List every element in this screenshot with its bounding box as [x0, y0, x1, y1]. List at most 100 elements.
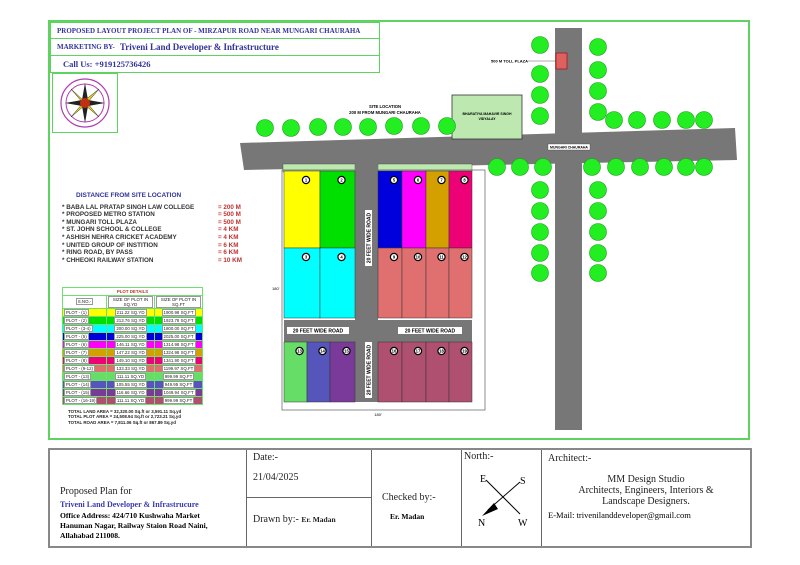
date-label: Date:- [253, 452, 278, 463]
tree-icon [589, 202, 607, 220]
tree-icon [334, 118, 352, 136]
cell-yd: 213.76 SQ.YD [114, 317, 147, 324]
area-totals: TOTAL LAND AREA = 32,320.00 Sq.ft or 3,5… [68, 409, 202, 426]
road-label-vertical-bottom: 20 FEET WIDE ROAD [367, 344, 373, 395]
plot-4[interactable]: 4 [319, 247, 356, 319]
tree-icon [531, 181, 549, 199]
cell-ft: 1800.00 SQ.FT [161, 325, 196, 332]
plot-details-table: PLOT DETAILS S.NO.-SIZE OF PLOT IN SQ.YD… [61, 287, 204, 405]
plot-3[interactable]: 3 [283, 247, 321, 319]
distance-place: * BABA LAL PRATAP SINGH LAW COLLEGE [62, 203, 195, 211]
tree-icon [531, 264, 549, 282]
compass-s: S [520, 476, 526, 487]
distance-place: * ASHISH NEHRA CRICKET ACADEMY [62, 233, 177, 241]
distance-value: = 6 KM [218, 249, 239, 257]
marketing-company: Triveni Land Developer & Infrastructure [119, 42, 279, 52]
tree-icon [589, 103, 607, 121]
distance-title: DISTANCE FROM SITE LOCATION [76, 192, 182, 199]
site-distance-label: 200 M FROM MUNGARI CHAURAHA [349, 110, 421, 115]
plot-12[interactable]: 12 [448, 247, 473, 319]
distance-place: * RING ROAD, BY PASS [62, 249, 133, 257]
plot-10[interactable]: 10 [401, 247, 427, 319]
compass-rose-icon [60, 78, 110, 128]
tree-icon [628, 111, 646, 129]
plot-18[interactable]: 18 [425, 341, 450, 403]
drawn-by: Drawn by:- Er. Madan [253, 514, 336, 525]
tree-icon [531, 107, 549, 125]
plot-number: 16 [392, 349, 397, 354]
road-label-vertical-top: 20 FEET WIDE ROAD [367, 212, 373, 263]
plot-8[interactable]: 8 [448, 170, 473, 249]
plot-17[interactable]: 17 [401, 341, 427, 403]
distance-place: * ST. JOHN SCHOOL & COLLEGE [62, 226, 162, 234]
cell-yd: 225.00 SQ.YD [114, 333, 147, 340]
plot-number-badge [437, 175, 446, 185]
plot-area [448, 247, 473, 319]
plot-19[interactable]: 19 [448, 341, 473, 403]
plot-number: 15 [344, 349, 349, 354]
date-drawn-cell: Date:- 21/04/2025 Drawn by:- Er. Madan [247, 450, 372, 546]
tree-icon [695, 158, 713, 176]
checked-cell: Checked by:- Er. Madan [372, 450, 462, 546]
plot-area [425, 247, 450, 319]
drawn-label: Drawn by:- [253, 514, 299, 525]
plot-7[interactable]: 7 [425, 170, 450, 249]
distance-value: = 6 KM [218, 241, 239, 249]
tree-icon [589, 223, 607, 241]
plot-number-badge [460, 175, 469, 185]
tree-icon [589, 244, 607, 262]
cell-ft: 1199.97 SQ.FT [161, 365, 196, 372]
compass-w: W [518, 518, 528, 529]
office-address: Office Address: 424/710 Kushwaha Market … [60, 511, 208, 541]
internal-road-horizontal [284, 320, 472, 342]
total-line: TOTAL LAND AREA = 32,320.00 Sq.ft or 3,5… [68, 408, 182, 414]
plot-area [283, 170, 321, 249]
tree-icon [631, 158, 649, 176]
checked-by-name: Er. Madan [390, 512, 425, 521]
north-cell: North:- E S N W [462, 450, 542, 546]
toll-plaza-marker [555, 52, 568, 70]
plot-number: 11 [439, 255, 444, 260]
plot-number: 1 [305, 178, 308, 183]
plot-area [377, 170, 403, 249]
cell-yd: 116.66 SQ.YD [114, 389, 147, 396]
plot-number-badge [413, 252, 423, 262]
plot-number-badge [413, 346, 423, 356]
plot-13[interactable]: 13 [283, 341, 308, 403]
distance-value: = 500 M [218, 211, 241, 219]
trees [256, 36, 713, 282]
cell-plot: PLOT - (3-4) [64, 325, 93, 332]
cell-yd: 211.22 SQ.YD [114, 309, 147, 316]
plot-16[interactable]: 16 [377, 341, 403, 403]
site-boundary [281, 169, 486, 411]
tree-icon [438, 117, 456, 135]
north-label: North:- [464, 451, 494, 462]
plot-11[interactable]: 11 [425, 247, 450, 319]
plot-5[interactable]: 5 [377, 170, 403, 249]
plot-9[interactable]: 9 [377, 247, 403, 319]
cell-ft: 1314.98 SQ.FT [161, 341, 196, 348]
architect-cell: Architect:- MM Design Studio Architects,… [542, 450, 750, 546]
tree-icon [677, 111, 695, 129]
cell-ft: 2025.00 SQ.FT [161, 333, 196, 340]
total-line: TOTAL ROAD AREA = 7,811.06 Sq.ft or 867.… [68, 419, 176, 425]
cell-plot: PLOT - (15) [64, 389, 92, 396]
total-line: TOTAL PLOT AREA = 24,508.94 Sq.ft or 2,7… [68, 414, 182, 420]
plot-14[interactable]: 14 [306, 341, 331, 403]
plot-6[interactable]: 6 [401, 170, 427, 249]
client-cell: Proposed Plan for Triveni Land Developer… [50, 450, 247, 546]
plot-1[interactable]: 1 [283, 170, 321, 249]
column-header: S.NO.- [75, 298, 94, 306]
plot-area [319, 247, 356, 319]
address-line: Allahabad 211008. [60, 531, 120, 540]
cell-yd: 147.22 SQ.YD [114, 349, 147, 356]
plot-number: 14 [320, 349, 325, 354]
tree-icon [695, 111, 713, 129]
plot-number: 19 [462, 349, 467, 354]
plot-2[interactable]: 2 [319, 170, 356, 249]
plot-15[interactable]: 15 [329, 341, 356, 403]
